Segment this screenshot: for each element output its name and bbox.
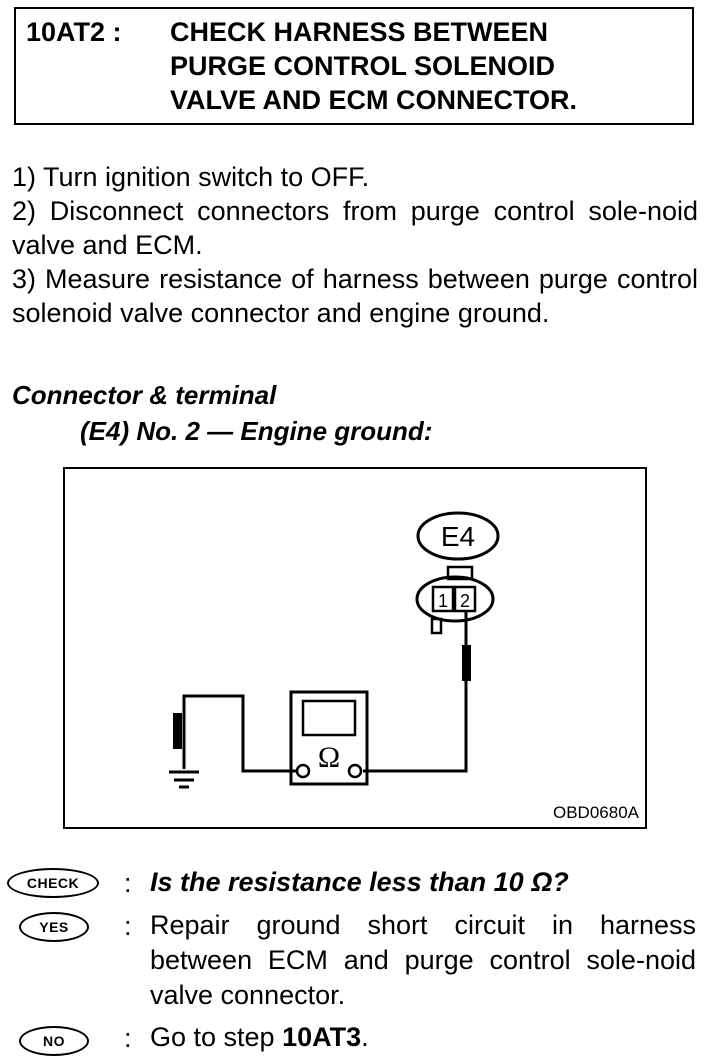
- terminal-2-label: 2: [460, 591, 470, 611]
- yes-answer: Repair ground short circuit in harness b…: [150, 910, 696, 1010]
- connector-body: [415, 575, 495, 623]
- no-answer-suffix: .: [361, 1022, 369, 1052]
- connector-latch: [446, 565, 474, 581]
- ohmmeter-body: [289, 690, 369, 786]
- connector-label: Connector & terminal: [12, 380, 277, 410]
- wiring-diagram-drawing: E4 1 2 Ω: [169, 511, 500, 789]
- wiring-diagram: E4 1 2 Ω OBD0680A: [63, 467, 647, 829]
- next-step-id: 10AT3: [282, 1022, 362, 1052]
- no-colon: :: [124, 1023, 132, 1053]
- probe-lead-left: [182, 694, 297, 773]
- ohm-symbol: Ω: [318, 741, 340, 774]
- connector-id-outline: [416, 511, 500, 561]
- check-colon: :: [124, 868, 132, 898]
- probe-left: [173, 713, 182, 749]
- no-answer: Go to step 10AT3.: [150, 1020, 696, 1055]
- step-title: CHECK HARNESS BETWEEN PURGE CONTROL SOLE…: [170, 17, 578, 115]
- connector-tab: [430, 617, 443, 635]
- probe-right: [462, 645, 471, 681]
- connector-spec: (E4) No. 2 — Engine ground:: [80, 416, 433, 446]
- connector-id-text: E4: [441, 521, 475, 552]
- terminal-1-label: 1: [438, 591, 448, 611]
- yes-colon: :: [124, 911, 132, 941]
- figure-code: OBD0680A: [553, 803, 639, 822]
- terminal-1-cell: [431, 585, 455, 613]
- no-badge: NO: [19, 1026, 89, 1056]
- step-header: 10AT2 : CHECK HARNESS BETWEEN PURGE CONT…: [14, 7, 694, 125]
- check-question: Is the resistance less than 10 Ω?: [150, 867, 569, 897]
- probe-lead-right: [363, 611, 468, 773]
- no-answer-prefix: Go to step: [150, 1022, 283, 1052]
- ohmmeter-display: [301, 699, 357, 737]
- step-id: 10AT2 :: [26, 17, 122, 47]
- check-badge: CHECK: [7, 868, 99, 898]
- ohmmeter-terminal-right: [347, 763, 363, 779]
- procedure-step: 1) Turn ignition switch to OFF.: [12, 162, 370, 192]
- procedure-step: 2) Disconnect connectors from purge cont…: [12, 196, 698, 260]
- ohmmeter-terminal-left: [295, 763, 311, 779]
- procedure-steps: 1) Turn ignition switch to OFF. 2) Disco…: [12, 160, 698, 330]
- yes-badge: YES: [19, 912, 89, 942]
- procedure-step: 3) Measure resistance of harness between…: [12, 264, 698, 328]
